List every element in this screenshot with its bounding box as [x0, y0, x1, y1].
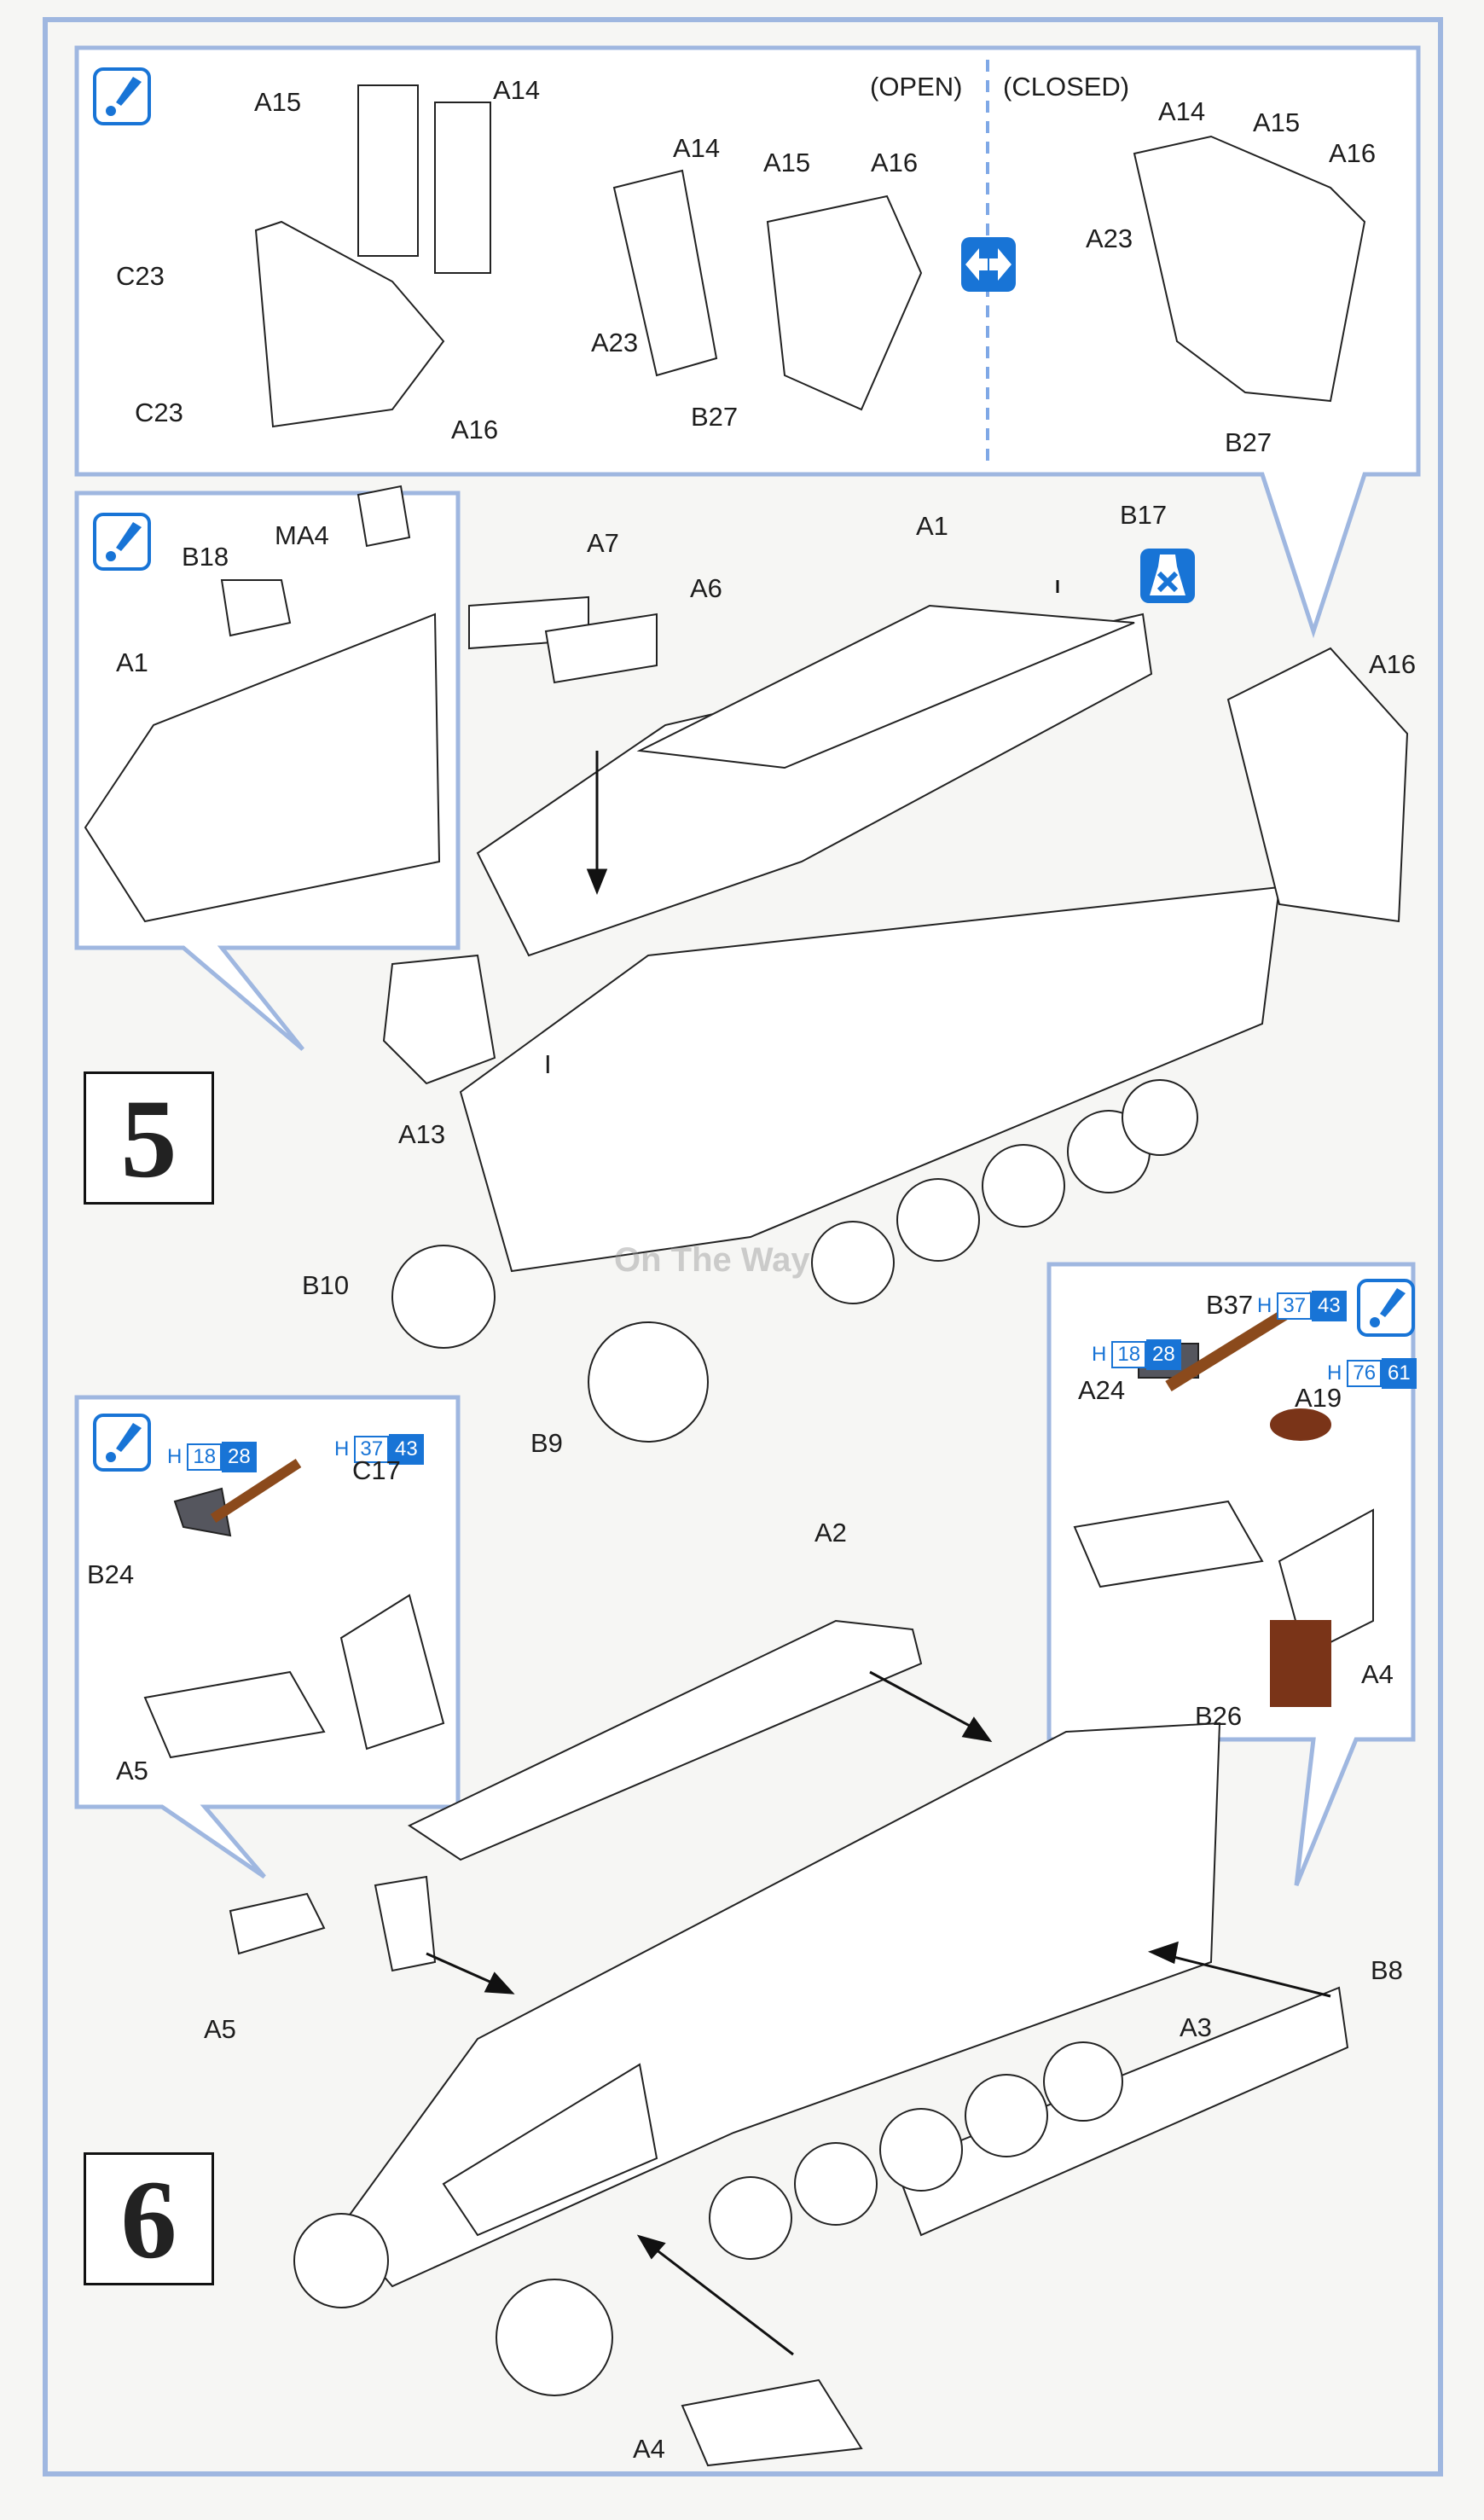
part-label: A16: [871, 148, 919, 177]
part-label: A5: [116, 1756, 148, 1785]
part-label: A14: [1158, 96, 1206, 126]
step-number-5: 5: [84, 1071, 214, 1205]
part-label: A14: [493, 75, 541, 105]
part-label: A13: [398, 1119, 446, 1149]
part-label: A16: [1369, 649, 1417, 679]
open-label: (OPEN): [870, 72, 963, 102]
part-label: A6: [690, 573, 722, 603]
attention-icon: [1357, 1279, 1415, 1337]
part-label: B10: [302, 1270, 350, 1300]
part-label: B17: [1120, 500, 1168, 530]
part-label: B9: [530, 1428, 563, 1458]
attention-icon: [93, 1414, 151, 1472]
part-label: B27: [1225, 427, 1272, 457]
part-label: A2: [814, 1518, 847, 1547]
part-label: A16: [451, 415, 499, 444]
closed-label: (CLOSED): [1003, 72, 1130, 102]
part-label: A1: [116, 647, 148, 677]
part-label: B18: [182, 542, 229, 572]
part-label: B24: [87, 1559, 135, 1589]
part-label: A5: [204, 2014, 236, 2044]
part-label: B26: [1195, 1701, 1243, 1731]
part-label: B8: [1371, 1955, 1403, 1985]
part-label: B27: [691, 402, 739, 432]
part-label: A16: [1329, 138, 1377, 168]
part-label: A23: [591, 328, 639, 357]
outer-frame: [43, 17, 1443, 2476]
parts-linework: [84, 84, 1409, 2467]
part-label: A1: [916, 511, 948, 541]
part-label: A15: [763, 148, 811, 177]
part-label: A24: [1078, 1375, 1126, 1405]
swap-option-icon: [961, 237, 1016, 292]
attention-icon: [93, 513, 151, 571]
part-label: A4: [1361, 1659, 1394, 1689]
assembly-arrows: [426, 580, 1331, 2356]
watermark: On The Way: [614, 1241, 810, 1279]
no-glue-icon: [1140, 549, 1195, 603]
part-label: A23: [1086, 224, 1133, 253]
step-number-6: 6: [84, 2152, 214, 2285]
part-label: B37: [1206, 1290, 1254, 1320]
part-label: A15: [254, 87, 302, 117]
part-label: A4: [633, 2434, 665, 2464]
part-label: C23: [116, 261, 165, 291]
part-label: A14: [673, 133, 721, 163]
part-label: A7: [587, 528, 619, 558]
part-label: A19: [1295, 1383, 1342, 1413]
part-label: MA4: [275, 520, 329, 550]
part-label: C23: [135, 398, 183, 427]
part-label: I: [544, 1049, 552, 1079]
part-label: A3: [1180, 2012, 1212, 2042]
attention-icon: [93, 67, 151, 125]
part-label: C17: [352, 1455, 401, 1485]
part-label: A15: [1253, 107, 1301, 137]
